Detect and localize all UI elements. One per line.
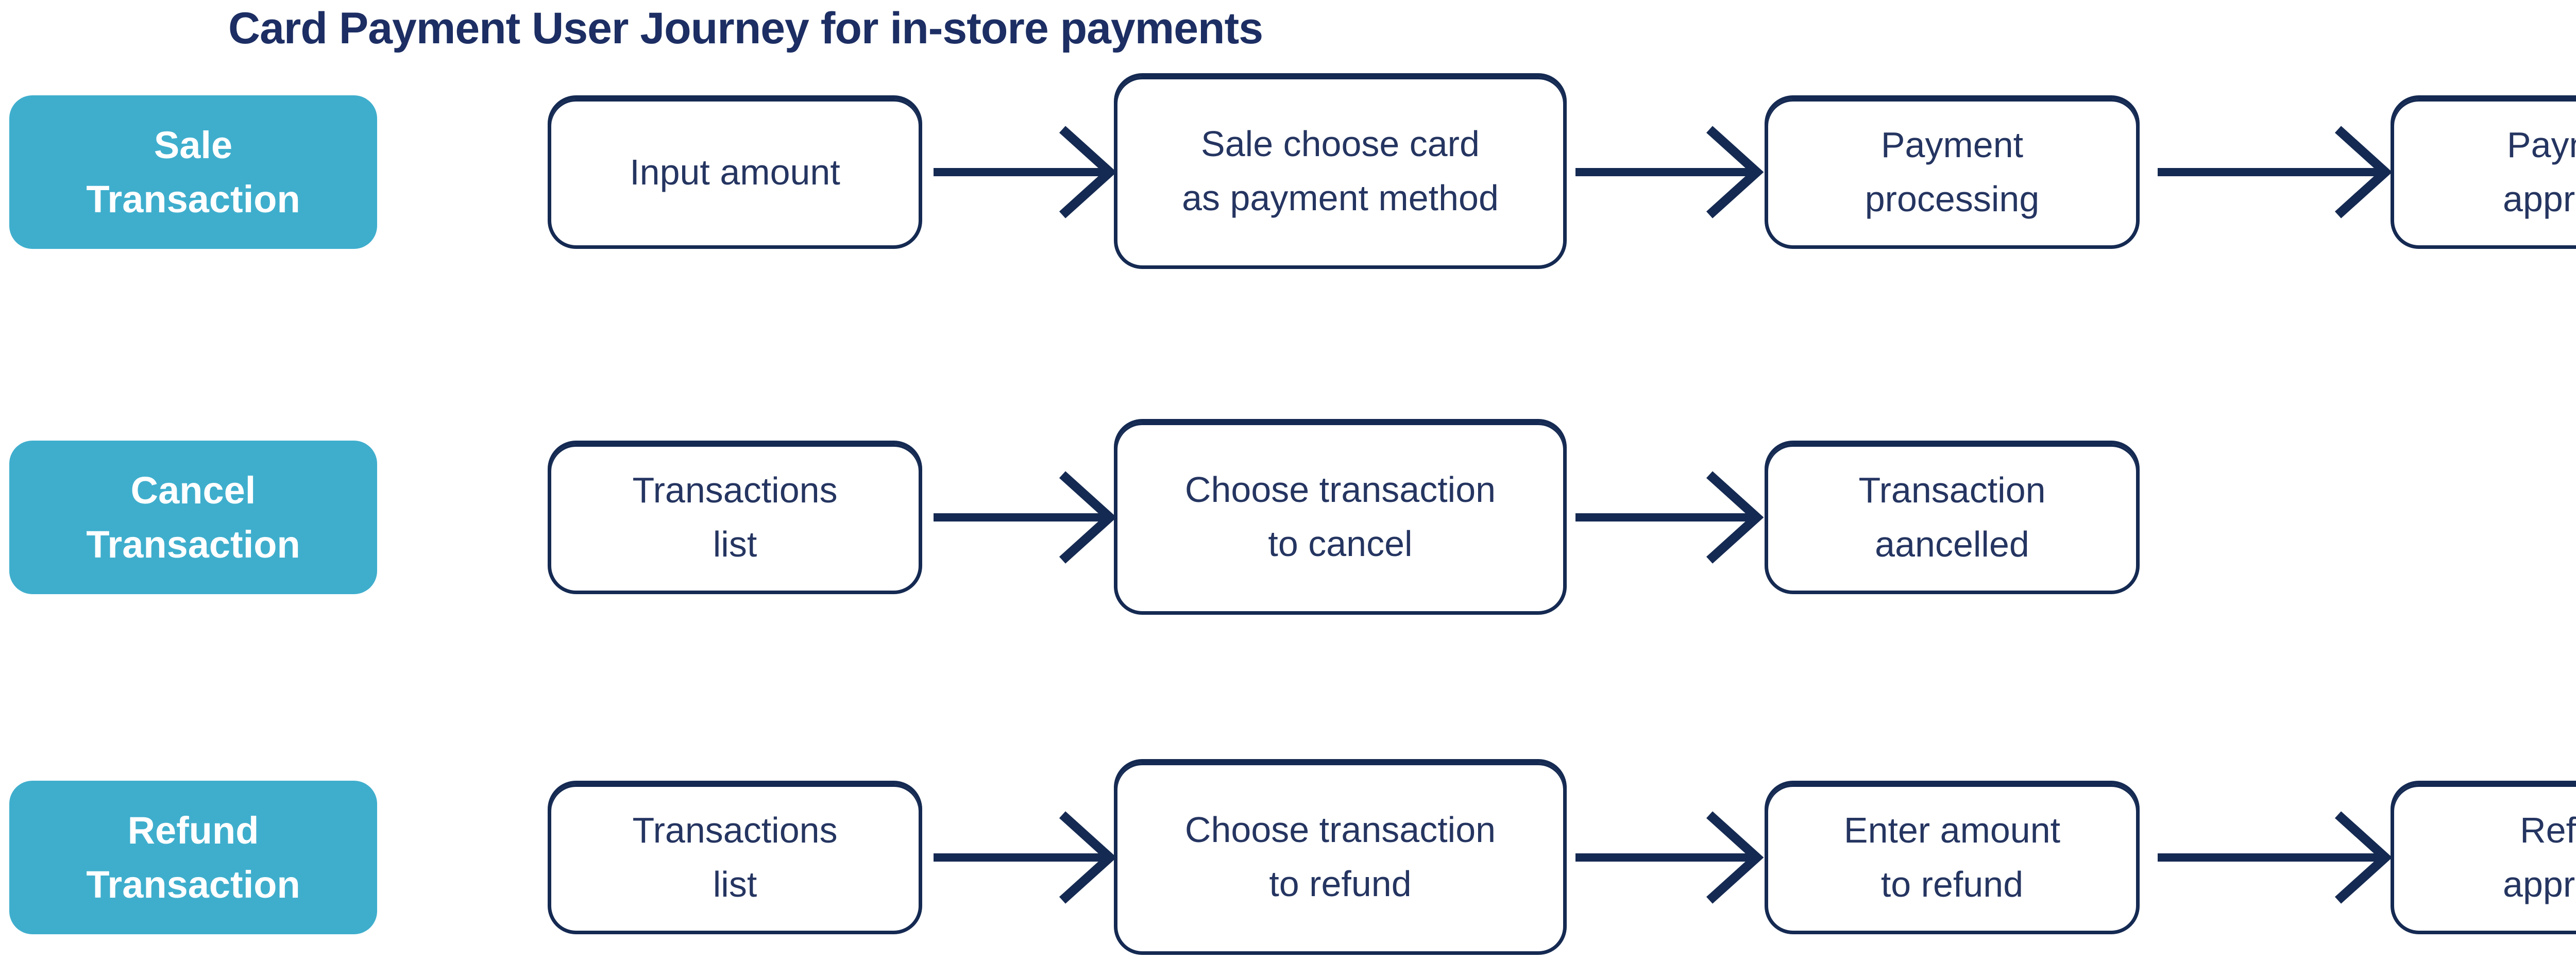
step-box-choose-transaction-to-refund: Choose transaction to refund [1114,759,1567,955]
flow-arrow-icon [1575,471,1764,564]
diagram-title: Card Payment User Journey for in-store p… [228,4,1263,53]
step-box-sale-choose-card: Sale choose card as payment method [1114,73,1567,269]
stage-label-cancel-transaction: Cancel Transaction [9,441,377,594]
step-box-payment-approved: Payment approved [2391,95,2576,249]
stage-label-refund-transaction: Refund Transaction [9,781,377,934]
step-box-enter-amount-to-refund: Enter amount to refund [1765,781,2140,934]
flow-arrow-icon [934,126,1117,218]
flow-arrow-icon [2158,126,2393,218]
flow-arrow-icon [1575,811,1764,904]
flow-arrow-icon [934,811,1117,904]
step-box-choose-transaction-to-cancel: Choose transaction to cancel [1114,419,1567,615]
step-box-transactions-list-refund: Transactions list [548,781,922,934]
flow-arrow-icon [2158,811,2393,904]
flow-arrow-icon [934,471,1117,564]
step-box-transactions-list-cancel: Transactions list [548,441,922,594]
stage-label-sale-transaction: Sale Transaction [9,95,377,249]
flow-arrow-icon [1575,126,1764,218]
step-box-payment-processing: Payment processing [1765,95,2140,249]
step-box-input-amount: Input amount [548,95,922,249]
step-box-refund-approved: Refund approved [2391,781,2576,934]
step-box-transaction-aancelled: Transaction aancelled [1765,441,2140,594]
